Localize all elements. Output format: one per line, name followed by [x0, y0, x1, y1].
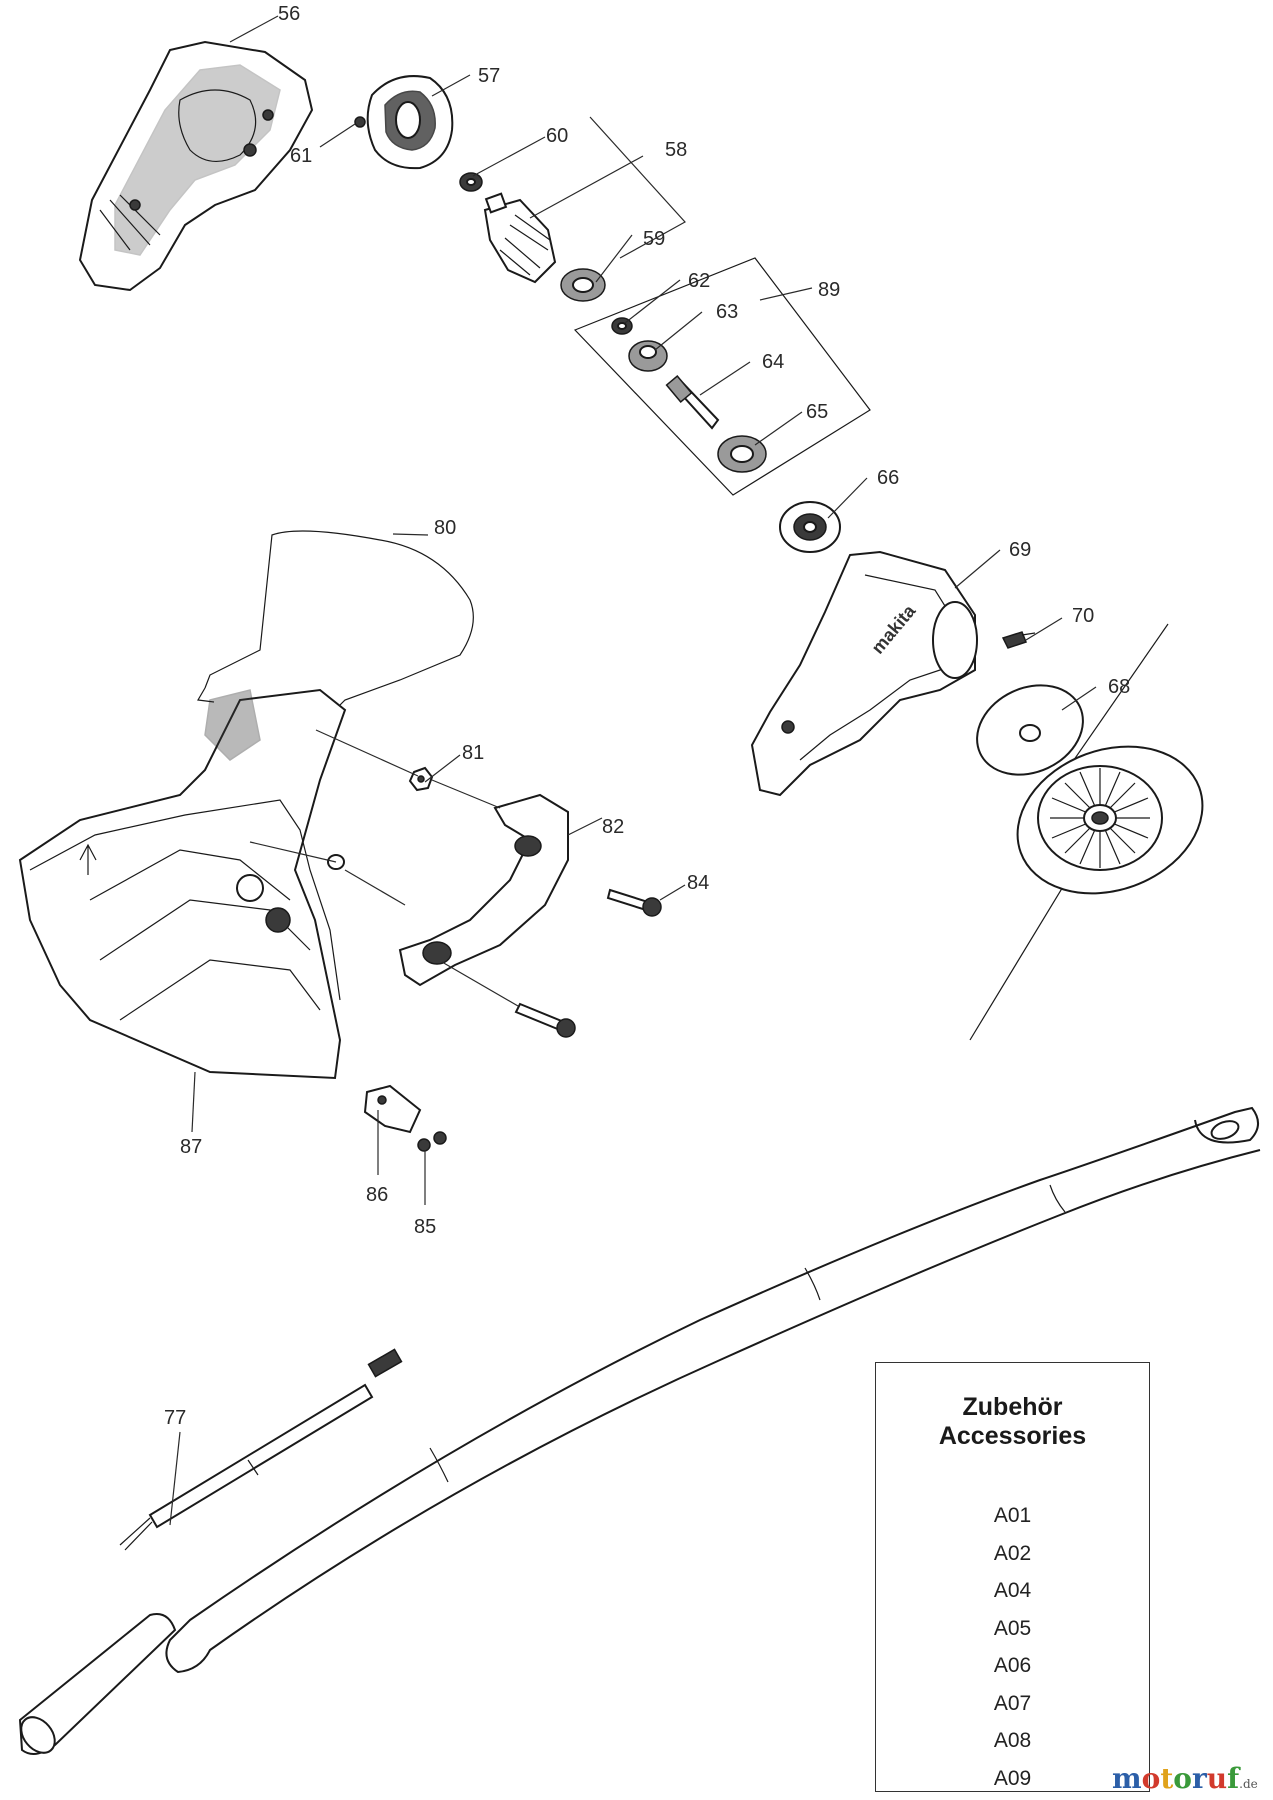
label-77: 77 — [164, 1407, 186, 1429]
part-56-housing-half — [78, 40, 314, 292]
part-85-screws — [417, 1131, 447, 1152]
accessory-item: A05 — [993, 1616, 1032, 1640]
label-65: 65 — [806, 401, 828, 423]
label-68: 68 — [1108, 676, 1130, 698]
label-62: 62 — [688, 270, 710, 292]
part-84-bolt — [606, 888, 662, 917]
watermark-letter: o — [1173, 1762, 1192, 1795]
label-84: 84 — [687, 872, 709, 894]
accessories-title-de: Zubehör — [962, 1393, 1063, 1421]
motoruf-watermark-logo: motoruf.de — [1112, 1762, 1258, 1795]
watermark-tld: .de — [1239, 1777, 1258, 1791]
part-89-gear-set-plate — [573, 257, 871, 496]
part-57-stator — [366, 75, 454, 170]
label-87: 87 — [180, 1136, 202, 1158]
label-64: 64 — [762, 351, 784, 373]
label-61: 61 — [290, 145, 312, 167]
watermark-letter: m — [1112, 1762, 1142, 1795]
part-68-disc — [976, 684, 1084, 776]
watermark-letter: t — [1160, 1762, 1174, 1795]
label-85: 85 — [414, 1216, 436, 1238]
part-64-spindle — [665, 375, 720, 430]
part-65-bearing — [717, 435, 767, 473]
label-70: 70 — [1072, 605, 1094, 627]
part-84-bolt-lower — [514, 1002, 576, 1038]
label-66: 66 — [877, 467, 899, 489]
part-69-gear-housing: makita — [750, 550, 978, 797]
label-81: 81 — [462, 742, 484, 764]
label-57: 57 — [478, 65, 500, 87]
accessory-item: A09 — [993, 1766, 1032, 1790]
label-56: 56 — [278, 3, 300, 25]
part-82-bracket — [398, 793, 569, 987]
watermark-letter: f — [1227, 1762, 1240, 1795]
accessory-item: A02 — [993, 1541, 1032, 1565]
label-58: 58 — [665, 139, 687, 161]
leader-lines — [169, 15, 1097, 1526]
label-86: 86 — [366, 1184, 388, 1206]
label-82: 82 — [602, 816, 624, 838]
part-59-bearing — [560, 268, 606, 302]
part-77-wire-harness — [119, 1348, 403, 1551]
part-short-tube — [18, 1613, 177, 1755]
accessory-item: A04 — [993, 1579, 1032, 1602]
part-86-plate — [363, 1084, 422, 1134]
label-69: 69 — [1009, 539, 1031, 561]
part-line-spool — [969, 623, 1204, 1041]
accessory-item: A07 — [993, 1691, 1032, 1715]
accessories-list: A01 A02 A04 A05 A06 A07 A08 A09 — [876, 1497, 1149, 1797]
watermark-letter: o — [1141, 1762, 1161, 1795]
label-63: 63 — [716, 301, 738, 323]
label-80: 80 — [434, 517, 456, 539]
part-81-nut — [408, 766, 434, 792]
part-labels: 56 57 61 60 58 59 62 63 64 65 89 66 80 6… — [164, 3, 1130, 1429]
part-70-screw — [1001, 631, 1036, 649]
label-60: 60 — [546, 125, 568, 147]
label-59: 59 — [643, 228, 665, 250]
part-66-flange — [779, 501, 841, 553]
accessories-box: Zubehör Accessories A01 A02 A04 A05 A06 … — [875, 1362, 1150, 1792]
accessories-title-en: Accessories — [938, 1422, 1087, 1450]
part-58-armature — [483, 192, 557, 284]
part-61-screw — [354, 116, 366, 128]
part-shaft-tube — [165, 1106, 1261, 1674]
accessory-item: A06 — [993, 1654, 1032, 1677]
part-87-grass-guard — [18, 688, 347, 1080]
part-60-bearing — [459, 172, 483, 192]
accessory-item: A01 — [993, 1504, 1032, 1527]
label-89: 89 — [818, 279, 840, 301]
watermark-letter: u — [1206, 1762, 1228, 1795]
accessory-item: A08 — [993, 1729, 1032, 1752]
watermark-letter: r — [1191, 1762, 1207, 1795]
